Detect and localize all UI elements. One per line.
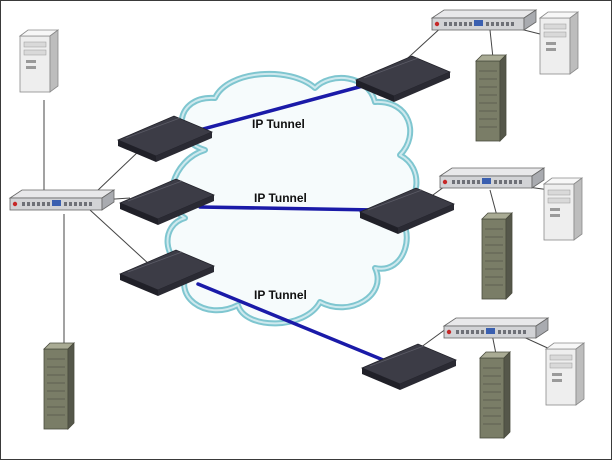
right-workstation-3: [545, 342, 585, 406]
right-workstation-2: [543, 177, 583, 241]
right-server-1: [475, 54, 507, 142]
left-workstation: [19, 29, 59, 93]
left-switch: [9, 189, 115, 211]
tunnel-label-3: IP Tunnel: [254, 288, 307, 302]
right-switch-1: [431, 9, 537, 31]
right-switch-2: [439, 167, 545, 189]
tunnel-label-1: IP Tunnel: [252, 117, 305, 131]
tunnel-line-1: [190, 82, 372, 134]
tunnel-line-3: [196, 282, 390, 364]
tunnel-lines: [190, 82, 390, 364]
right-router-3: [361, 343, 457, 391]
tunnel-line-2: [198, 205, 378, 212]
right-switch-3: [443, 317, 549, 339]
right-server-3: [479, 351, 511, 439]
right-workstation-1: [539, 11, 579, 75]
left-server: [43, 342, 75, 430]
right-server-2: [481, 212, 513, 300]
tunnel-label-2: IP Tunnel: [254, 191, 307, 205]
